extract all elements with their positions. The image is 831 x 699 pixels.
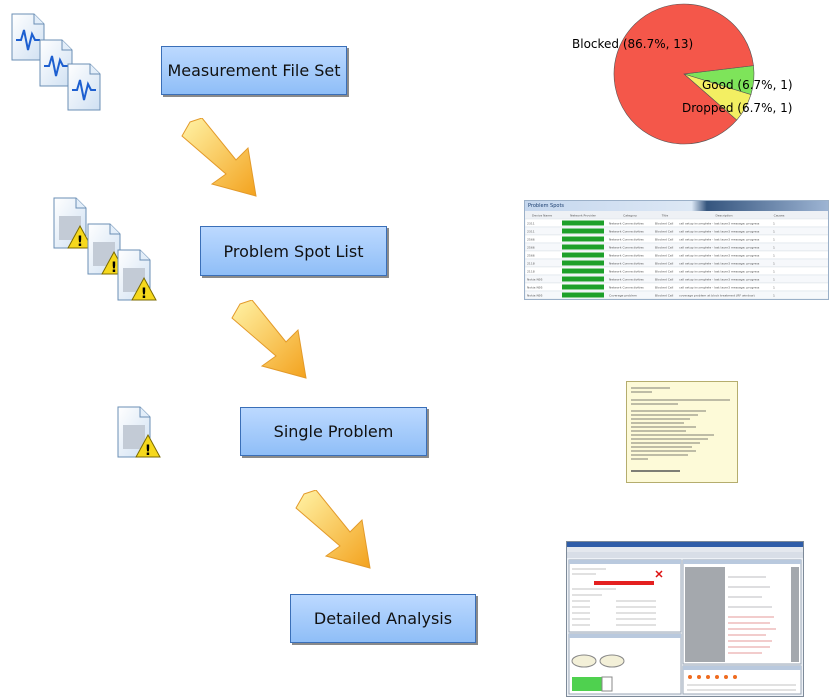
table-row[interactable]	[525, 290, 829, 299]
table-cell: 2311	[527, 222, 535, 226]
table-cell: 2118	[527, 262, 535, 266]
table-cell: call setup incomplete - last layer3 mess…	[679, 246, 760, 250]
table-header	[525, 211, 828, 219]
stage-single-problem: Single Problem	[240, 407, 427, 456]
detailed-analysis-thumbnail	[566, 541, 804, 697]
provider-bar	[562, 292, 604, 298]
provider-bar	[562, 276, 604, 282]
provider-bar	[562, 284, 604, 290]
flow-arrow-icon	[231, 300, 307, 379]
problem-list-title: Problem Spots	[528, 203, 565, 209]
table-cell: Nokia N95	[527, 294, 543, 298]
stage-label: Measurement File Set	[167, 61, 341, 80]
table-cell: call setup incomplete - last layer3 mess…	[679, 254, 760, 258]
table-cell: call setup incomplete - last layer3 mess…	[679, 222, 760, 226]
table-cell: Blocked Call	[655, 294, 673, 298]
table-cell: 1	[773, 230, 775, 234]
flow-arrow-icon	[295, 490, 371, 569]
svg-text:!: !	[141, 286, 147, 302]
table-cell: 2566	[527, 246, 535, 250]
flow-arrow-icon	[181, 118, 257, 197]
table-cell: 1	[773, 262, 775, 266]
provider-bar	[562, 220, 604, 226]
stage-label: Single Problem	[273, 422, 394, 441]
provider-bar	[562, 236, 604, 242]
table-cell: 1	[773, 222, 775, 226]
table-cell: 1	[773, 278, 775, 282]
provider-bar	[562, 228, 604, 234]
column-header: Causes	[774, 214, 785, 218]
problem-list-title-bar: Problem Spots	[525, 201, 828, 211]
svg-text:!: !	[77, 234, 83, 250]
column-header: Network Provider	[570, 214, 597, 218]
table-cell: Network Connectivities	[609, 254, 644, 258]
table-cell: Blocked Call	[655, 230, 673, 234]
table-cell: call setup incomplete - last layer3 mess…	[679, 262, 760, 266]
table-cell: Nokia N95	[527, 286, 543, 290]
table-cell: Coverage problem	[609, 294, 637, 298]
table-cell: call setup incomplete - last layer3 mess…	[679, 238, 760, 242]
pie-chart	[613, 3, 755, 145]
measurement-files-icon	[11, 13, 101, 111]
table-cell: 2118	[527, 270, 535, 274]
table-cell: 1	[773, 270, 775, 274]
table-cell: Blocked Call	[655, 222, 673, 226]
table-cell: 1	[773, 246, 775, 250]
table-cell: Network Connectivities	[609, 286, 644, 290]
pie-label-good: Good (6.7%, 1)	[702, 78, 793, 92]
stage-detailed-analysis: Detailed Analysis	[290, 594, 476, 643]
provider-bar	[562, 268, 604, 274]
problem-documents-icon: ! ! !	[53, 197, 157, 302]
table-cell: Blocked Call	[655, 286, 673, 290]
problem-note-thumbnail	[626, 381, 738, 483]
table-cell: coverage problem at block treatment (RF …	[679, 294, 755, 298]
stage-measurement-file-set: Measurement File Set	[161, 46, 347, 95]
table-cell: Blocked Call	[655, 278, 673, 282]
svg-text:!: !	[111, 260, 117, 276]
column-header: Title	[661, 214, 669, 218]
table-cell: Network Connectivities	[609, 222, 644, 226]
table-cell: Network Connectivities	[609, 238, 644, 242]
table-cell: Blocked Call	[655, 238, 673, 242]
table-cell: Network Connectivities	[609, 270, 644, 274]
table-cell: call setup incomplete - last layer3 mess…	[679, 278, 760, 282]
stage-problem-spot-list: Problem Spot List	[200, 226, 387, 276]
problem-list-table: Device Name Network Provider Category Title…	[525, 211, 829, 299]
table-cell: Blocked Call	[655, 262, 673, 266]
pie-label-dropped: Dropped (6.7%, 1)	[682, 101, 793, 115]
table-cell: Blocked Call	[655, 246, 673, 250]
pie-label-blocked: Blocked (86.7%, 13)	[572, 37, 694, 51]
table-cell: 1	[773, 238, 775, 242]
provider-bar	[562, 244, 604, 250]
table-cell: 1	[773, 294, 775, 298]
table-cell: Network Connectivities	[609, 246, 644, 250]
provider-bar	[562, 260, 604, 266]
stage-label: Problem Spot List	[223, 241, 364, 261]
provider-bar	[562, 252, 604, 258]
single-problem-document-icon: !	[117, 406, 161, 459]
column-header: Description	[715, 214, 732, 218]
stage-label: Detailed Analysis	[313, 609, 453, 628]
pie-slice-blocked	[613, 3, 754, 145]
table-cell: 1	[773, 286, 775, 290]
table-cell: Network Connectivities	[609, 278, 644, 282]
table-cell: Network Connectivities	[609, 262, 644, 266]
table-cell: Network Connectivities	[609, 230, 644, 234]
table-cell: 1	[773, 254, 775, 258]
table-cell: 2566	[527, 238, 535, 242]
table-cell: Blocked Call	[655, 270, 673, 274]
svg-text:!: !	[145, 443, 151, 459]
column-header: Category	[623, 214, 637, 218]
table-cell: call setup incomplete - last layer3 mess…	[679, 286, 760, 290]
table-cell: 2311	[527, 230, 535, 234]
pie-chart-thumbnail: Blocked (86.7%, 13) Good (6.7%, 1) Dropp…	[566, 0, 798, 152]
table-cell: call setup incomplete - last layer3 mess…	[679, 230, 760, 234]
problem-list-thumbnail: Problem Spots Device Name Network Provide…	[524, 200, 829, 300]
table-cell: Nokia N95	[527, 278, 543, 282]
table-cell: Blocked Call	[655, 254, 673, 258]
column-header: Device Name	[532, 214, 552, 218]
table-cell: call setup incomplete - last layer3 mess…	[679, 270, 760, 274]
table-cell: 2566	[527, 254, 535, 258]
